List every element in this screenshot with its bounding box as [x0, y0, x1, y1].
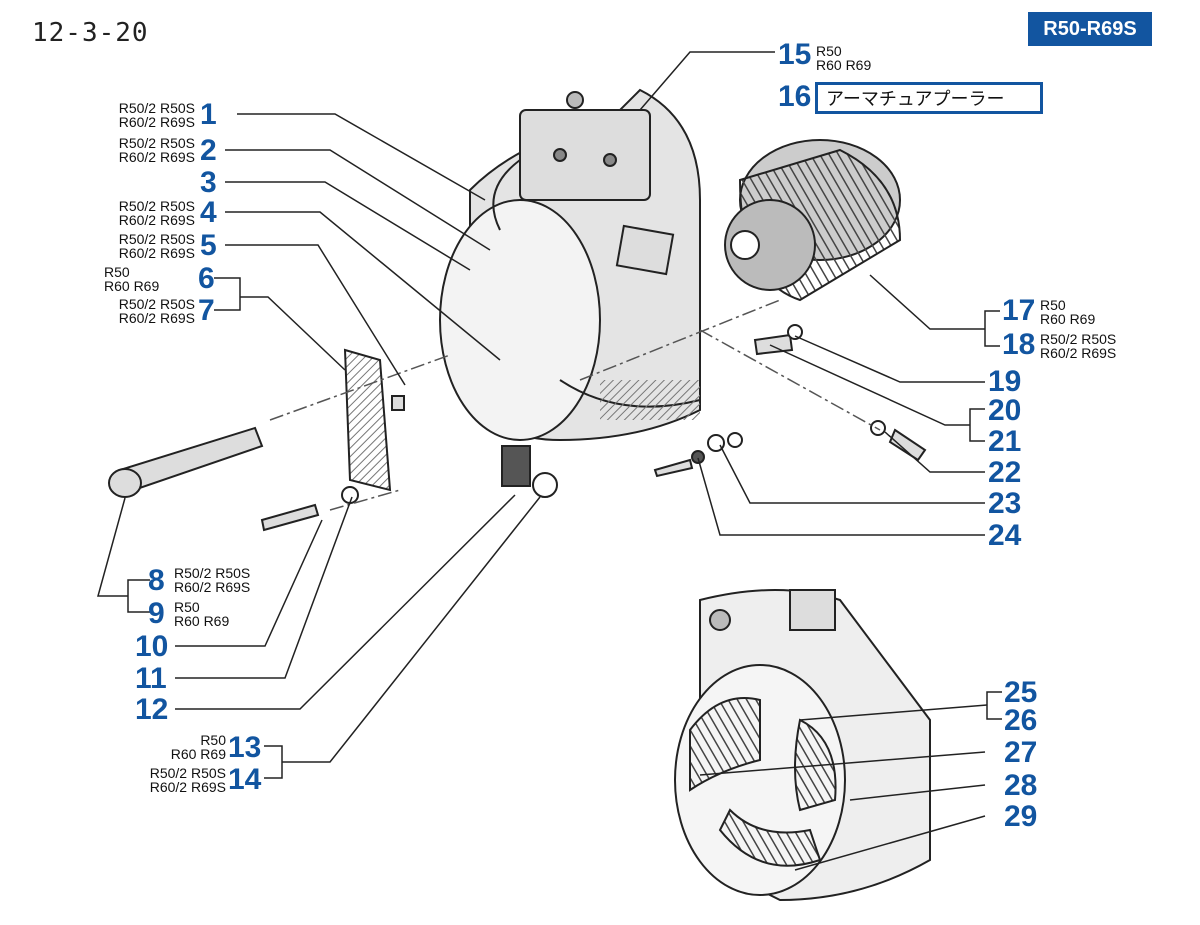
callout-20: 20 [988, 394, 1022, 427]
armature-puller-label: アーマチュアプーラー [815, 82, 1043, 114]
callout-1: 1 [200, 98, 217, 131]
field-housing [674, 589, 931, 902]
callout-10: 10 [135, 630, 169, 663]
callout-7: 7 [198, 294, 215, 327]
callout-25: 25 [1004, 676, 1038, 709]
callout-24: 24 [988, 519, 1022, 552]
page-code: 12-3-20 [32, 18, 149, 48]
callout-19: 19 [988, 365, 1022, 398]
callout-26: 26 [1004, 704, 1038, 737]
callout-5: 5 [200, 229, 217, 262]
alignment-lines [269, 299, 881, 511]
model-badge: R50-R69S [1028, 12, 1152, 46]
callout-27: 27 [1004, 736, 1038, 769]
armature [724, 139, 902, 302]
leader-lines [97, 51, 1002, 871]
regulator [492, 91, 651, 231]
callout-28: 28 [1004, 769, 1038, 802]
callout-8: 8 [148, 564, 165, 597]
callout-23: 23 [988, 487, 1022, 520]
callout-9: 9 [148, 597, 165, 630]
callout-3: 3 [200, 166, 217, 199]
callout-12: 12 [135, 693, 169, 726]
small-parts [260, 324, 927, 532]
callout-17: 17 [1002, 294, 1036, 327]
callout-15: 15 [778, 38, 812, 71]
callout-22: 22 [988, 456, 1022, 489]
callout-14: 14 [228, 763, 262, 796]
callout-11: 11 [135, 662, 167, 695]
callout-6: 6 [198, 262, 215, 295]
callout-13: 13 [228, 731, 262, 764]
callout-4: 4 [200, 196, 217, 229]
callout-16: 16 [778, 80, 812, 113]
long-bolt [108, 426, 264, 498]
callout-21: 21 [988, 425, 1022, 458]
callout-29: 29 [1004, 800, 1038, 833]
callout-2: 2 [200, 134, 217, 167]
callout-18: 18 [1002, 328, 1036, 361]
brush-holder [343, 348, 392, 492]
